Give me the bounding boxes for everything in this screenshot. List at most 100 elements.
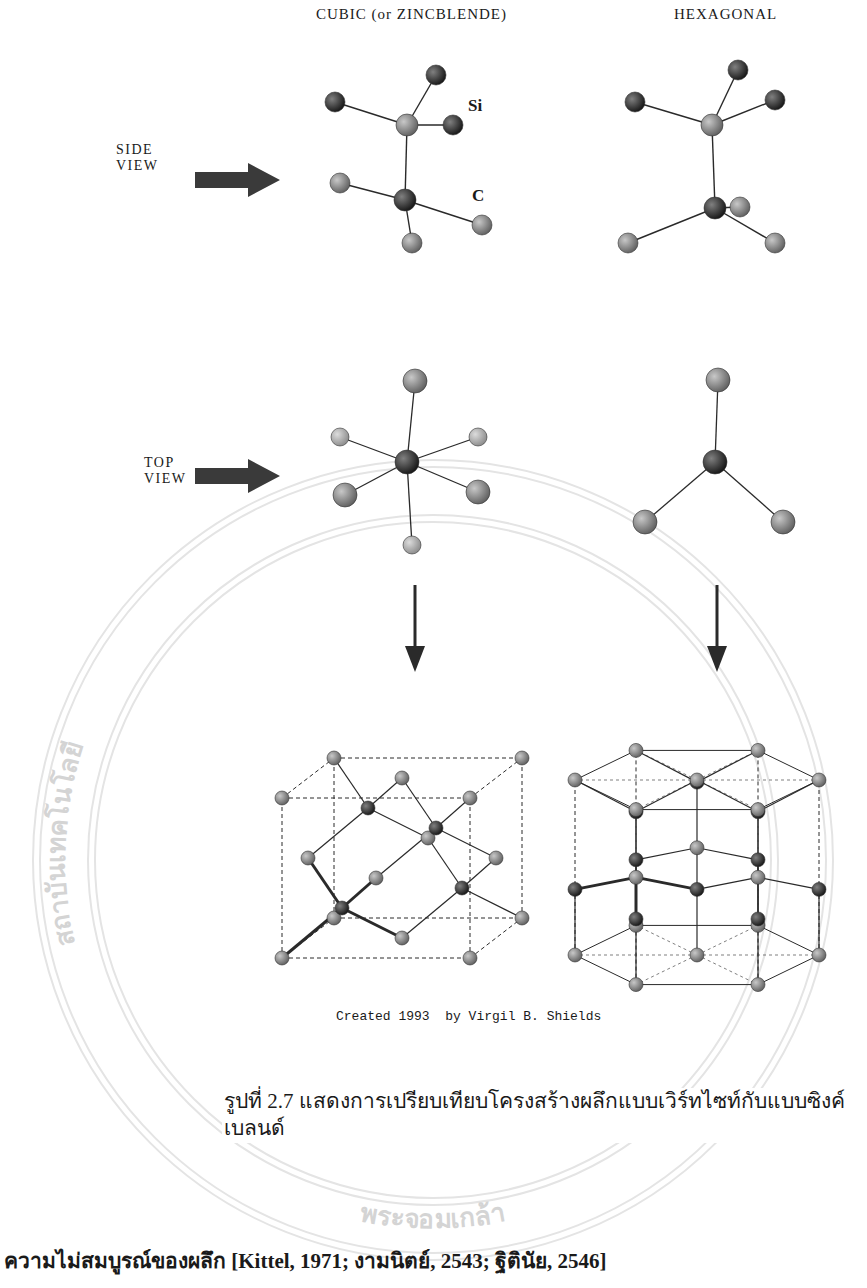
- view-label: TOP VIEW: [144, 455, 204, 487]
- bond-line: [697, 877, 758, 889]
- bond-line: [636, 810, 637, 985]
- carbon-atom: [335, 901, 349, 915]
- bond-line: [308, 808, 368, 858]
- silicon-atom: [633, 510, 657, 534]
- arrow-head: [707, 646, 727, 672]
- wurtzite-unit-cell: [568, 743, 826, 991]
- silicon-atom: [629, 743, 643, 757]
- silicon-atom: [395, 931, 409, 945]
- silicon-atom: [706, 368, 730, 392]
- silicon-atom: [402, 233, 422, 253]
- bond-line: [758, 925, 819, 955]
- carbon-atom: [629, 853, 643, 867]
- silicon-atom: [629, 978, 643, 992]
- bond-line: [758, 750, 759, 925]
- bond-line: [636, 780, 697, 812]
- block-arrow: [195, 163, 280, 197]
- bond-line: [636, 750, 697, 782]
- bond-line: [758, 810, 759, 985]
- silicon-atom: [812, 948, 826, 962]
- carbon-atom: [443, 115, 463, 135]
- carbon-atom: [568, 882, 582, 896]
- bond-line: [819, 780, 820, 955]
- bond-line: [697, 780, 758, 812]
- bond-line: [470, 758, 522, 798]
- silicon-atom: [463, 951, 477, 965]
- silicon-atom: [403, 536, 421, 554]
- bond-line: [758, 955, 819, 985]
- carbon-atom: [704, 197, 726, 219]
- bond-line: [715, 380, 718, 462]
- silicon-atom: [751, 743, 765, 757]
- silicon-atom: [730, 197, 750, 217]
- bond-line: [402, 888, 462, 938]
- silicon-atom: [515, 751, 529, 765]
- bond-line: [696, 889, 697, 955]
- credit-note: Created 1993 by Virgil B. Shields: [336, 1010, 601, 1025]
- bond-line: [342, 908, 402, 938]
- silicon-atom: [568, 773, 582, 787]
- bond-line: [334, 758, 522, 759]
- bond-line: [308, 858, 342, 908]
- bond-line: [575, 780, 576, 955]
- bond-line: [575, 750, 636, 780]
- watermark-text-run: พระจอมเกล้า: [358, 1198, 508, 1234]
- bond-line: [697, 750, 758, 782]
- carbon-atom: [751, 912, 765, 926]
- silicon-atom: [331, 428, 349, 446]
- watermark-text: พระจอมเกล้า: [358, 1198, 508, 1234]
- silicon-atom: [472, 215, 492, 235]
- watermark-text: สถาบันเทคโนโลยี: [42, 738, 89, 949]
- bond-line: [282, 798, 470, 799]
- bond-line: [575, 877, 636, 889]
- bond-line: [636, 848, 697, 860]
- bond-line: [282, 908, 342, 958]
- bond-line: [376, 828, 436, 878]
- bond-line: [522, 758, 523, 918]
- silicon-atom: [751, 803, 765, 817]
- bond-line: [715, 462, 783, 522]
- block-arrow: [195, 459, 280, 493]
- silicon-atom: [469, 428, 487, 446]
- carbon-atom: [690, 882, 704, 896]
- silicon-atom: [463, 791, 477, 805]
- silicon-atom: [369, 871, 383, 885]
- bond-line: [645, 462, 715, 522]
- carbon-atom: [426, 65, 446, 85]
- silicon-atom: [690, 773, 704, 787]
- silicon-atom: [751, 870, 765, 884]
- carbon-atom: [625, 92, 645, 112]
- watermark-text-run: สถาบันเทคโนโลยี: [42, 738, 89, 949]
- bond-line: [636, 925, 697, 955]
- silicon-atom: [489, 851, 503, 865]
- carbon-atom: [361, 801, 375, 815]
- bond-line: [470, 798, 471, 958]
- bond-line: [636, 750, 637, 925]
- bond-line: [575, 780, 636, 812]
- bond-line: [405, 200, 482, 225]
- bond-line: [436, 828, 496, 858]
- silicon-atom: [395, 771, 409, 785]
- column-heading: CUBIC (or ZINCBLENDE): [316, 6, 507, 23]
- top-view-molecules: [331, 368, 795, 554]
- bond-line: [636, 750, 758, 751]
- bond-line: [758, 780, 819, 812]
- silicon-atom: [690, 841, 704, 855]
- arrow-shaft: [414, 585, 417, 650]
- silicon-atom: [275, 791, 289, 805]
- side-view-molecules: [325, 60, 785, 253]
- arrow-shaft: [716, 585, 719, 650]
- view-arrows: [195, 163, 727, 672]
- arrow-head: [405, 646, 425, 672]
- silicon-atom: [629, 803, 643, 817]
- bond-line: [402, 778, 436, 828]
- silicon-atom: [618, 233, 638, 253]
- column-heading: HEXAGONAL: [674, 6, 777, 23]
- bond-line: [628, 208, 715, 243]
- carbon-atom: [455, 881, 469, 895]
- bond-line: [462, 888, 522, 918]
- silicon-atom: [812, 773, 826, 787]
- carbon-atom: [751, 853, 765, 867]
